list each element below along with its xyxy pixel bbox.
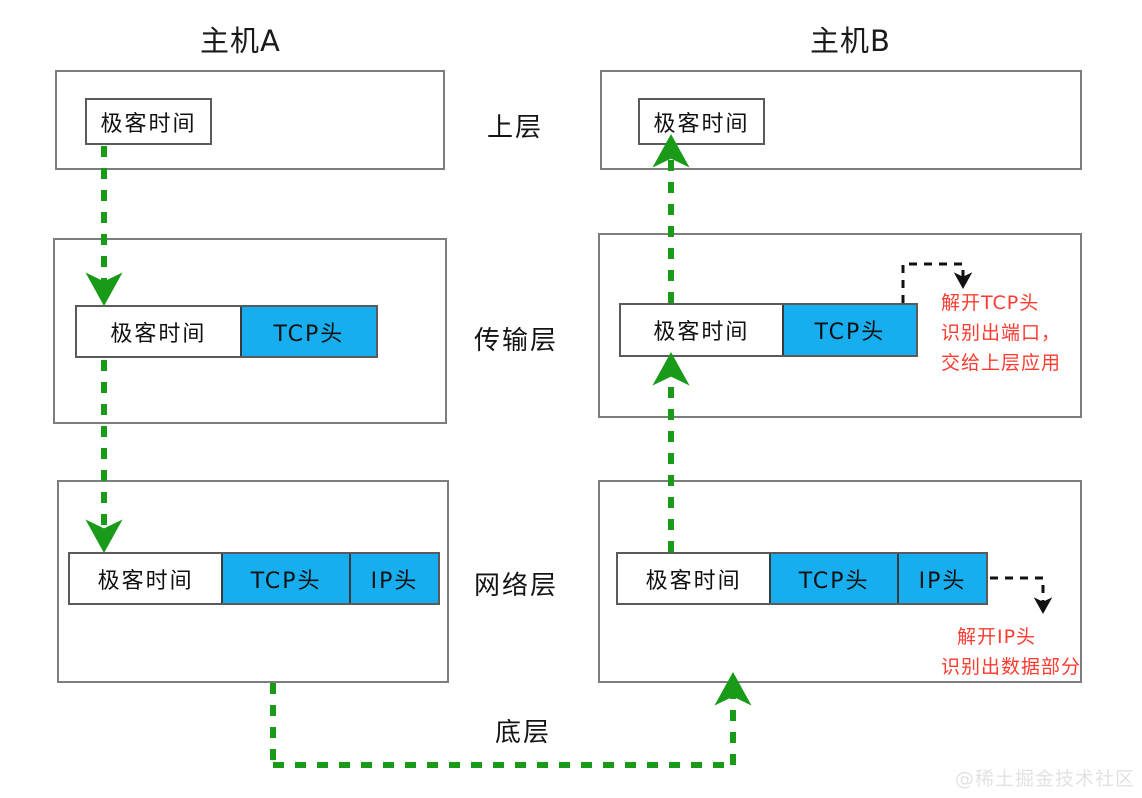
layer-label-bottom: 底层 xyxy=(495,718,552,748)
host-a-network-ip-header-segment: IP头 xyxy=(348,554,439,603)
host-b-network-data-segment: 极客时间 xyxy=(618,554,770,603)
note-transport-line-2: 识别出端口， xyxy=(941,322,1062,344)
host-b-network-packet: 极客时间 TCP头 IP头 xyxy=(616,552,988,605)
note-transport-decapsulation: 解开TCP头 识别出端口， 交给上层应用 xyxy=(941,288,1061,378)
note-transport-line-3: 交给上层应用 xyxy=(941,352,1062,374)
layer-label-upper: 上层 xyxy=(487,113,544,143)
host-a-transport-tcp-header-segment: TCP头 xyxy=(239,307,376,356)
host-b-transport-tcp-header-segment: TCP头 xyxy=(781,305,916,355)
watermark: @稀土掘金技术社区 xyxy=(955,768,1136,790)
host-b-upper-data-box: 极客时间 xyxy=(638,98,765,145)
host-b-transport-packet: 极客时间 TCP头 xyxy=(619,303,918,357)
note-transport-line-1: 解开TCP头 xyxy=(941,292,1040,314)
host-b-transport-data-segment: 极客时间 xyxy=(621,305,782,355)
note-network-line-1: 解开IP头 xyxy=(957,626,1037,648)
layer-label-network: 网络层 xyxy=(474,571,559,601)
host-a-upper-data-box: 极客时间 xyxy=(85,98,212,145)
host-b-network-ip-header-segment: IP头 xyxy=(896,554,987,603)
layer-label-transport: 传输层 xyxy=(474,326,559,356)
host-a-title: 主机A xyxy=(200,24,281,58)
host-a-transport-data-segment: 极客时间 xyxy=(77,307,240,356)
host-a-network-tcp-header-segment: TCP头 xyxy=(221,554,349,603)
note-network-line-2: 识别出数据部分 xyxy=(941,656,1082,678)
host-a-network-data-segment: 极客时间 xyxy=(70,554,222,603)
host-b-network-tcp-header-segment: TCP头 xyxy=(769,554,897,603)
host-a-network-packet: 极客时间 TCP头 IP头 xyxy=(68,552,440,605)
host-b-title: 主机B xyxy=(810,24,891,58)
host-a-transport-packet: 极客时间 TCP头 xyxy=(75,305,378,358)
note-network-decapsulation: 解开IP头 识别出数据部分 xyxy=(941,622,1081,682)
